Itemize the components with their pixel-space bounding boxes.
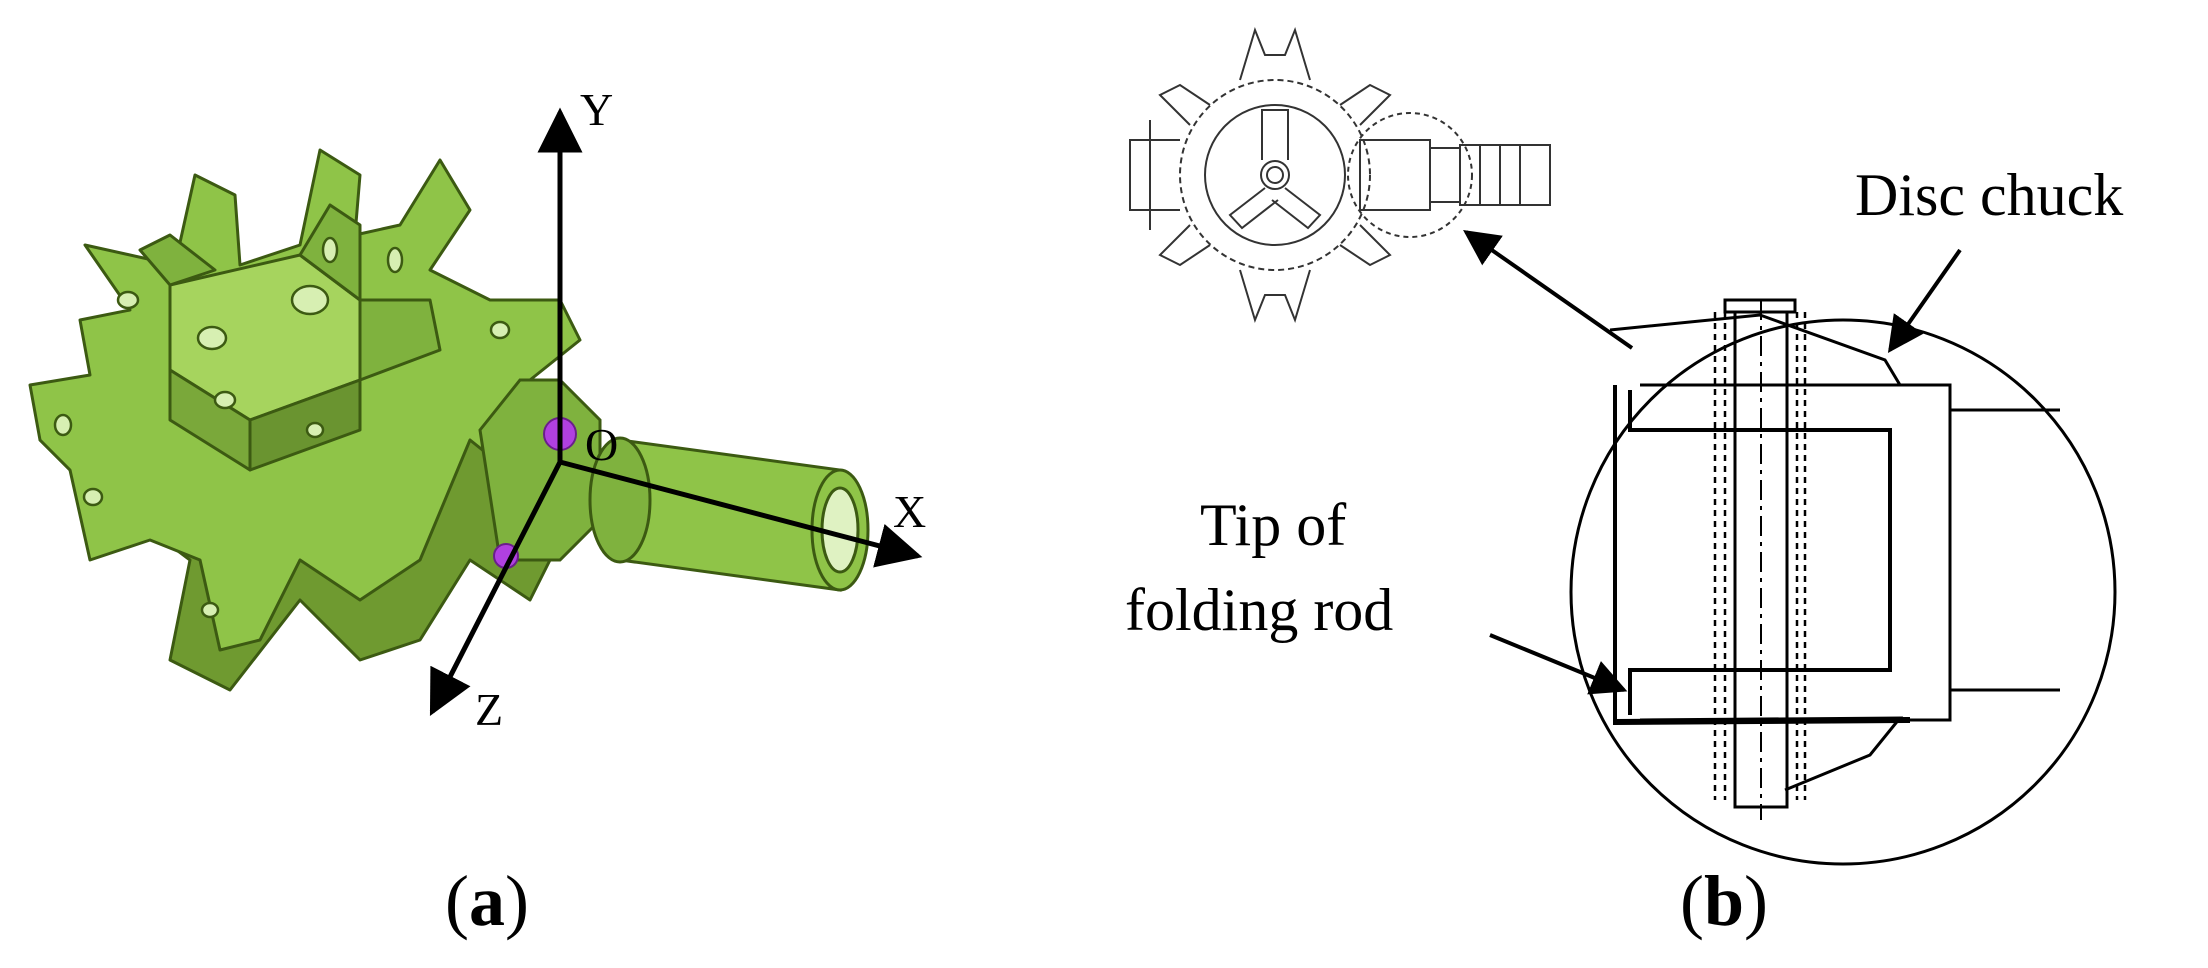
x-axis-arrow <box>559 459 923 568</box>
origin-label: O <box>585 419 618 470</box>
panel-a-label: (a) <box>445 861 529 941</box>
y-axis-label: Y <box>580 84 613 135</box>
disc-part-3d <box>28 148 582 692</box>
tip-label-line1: Tip of <box>1200 492 1346 558</box>
magnify-leader <box>1463 229 1634 350</box>
disc-chuck-label: Disc chuck <box>1855 162 2123 228</box>
panel-a: Y X Z O (a) <box>28 84 926 941</box>
magnified-view <box>1569 298 2117 866</box>
overview-drawing <box>1129 26 1551 324</box>
rod-assembly-3d <box>478 378 870 592</box>
panel-b: Disc chuck Tip of folding rod (b) <box>1125 26 2123 941</box>
panel-b-label: (b) <box>1680 861 1768 941</box>
x-axis-label: X <box>893 486 926 537</box>
tip-arrow <box>1489 633 1628 695</box>
disc-chuck-arrow <box>1887 248 1962 353</box>
disc-holes <box>53 236 511 619</box>
tip-label-line2: folding rod <box>1125 577 1393 643</box>
z-axis-arrow <box>429 460 563 717</box>
z-axis-label: Z <box>475 684 503 735</box>
